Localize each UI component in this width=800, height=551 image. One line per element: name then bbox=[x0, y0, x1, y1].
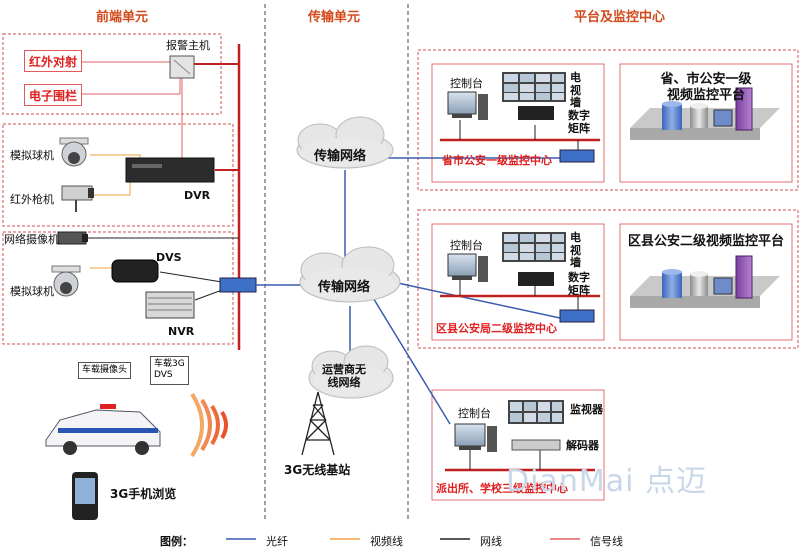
cloud-wireless bbox=[308, 345, 394, 399]
ir-gun-camera bbox=[61, 185, 94, 212]
center2-console-label: 控制台 bbox=[450, 239, 483, 252]
legend-signal: 信号线 bbox=[590, 535, 623, 548]
center1-matrix-label: 数字矩阵 bbox=[568, 109, 590, 135]
center1-wall-label: 电视墙 bbox=[570, 71, 581, 110]
platform2-title: 区县公安二级视频监控平台 bbox=[627, 234, 784, 249]
console-pc-1 bbox=[447, 91, 488, 120]
alarm-host-label: 报警主机 bbox=[166, 39, 210, 52]
center2-wall-label: 电视墙 bbox=[570, 231, 581, 270]
dvr-label: DVR bbox=[184, 189, 211, 202]
base-station-label: 3G无线基站 bbox=[284, 463, 351, 477]
dome2-label: 模拟球机 bbox=[10, 285, 54, 298]
dvr-device bbox=[125, 157, 215, 183]
tv-wall-1 bbox=[502, 72, 566, 120]
section-transport: 传输单元 bbox=[308, 10, 361, 25]
dome1-label: 模拟球机 bbox=[10, 149, 54, 162]
console-pc-2 bbox=[447, 253, 488, 282]
wireless-waves bbox=[190, 392, 228, 458]
section-front: 前端单元 bbox=[96, 10, 149, 25]
net1-label: 传输网络 bbox=[314, 149, 367, 164]
fence-tag: 电子围栏 bbox=[24, 84, 82, 106]
cloud-top bbox=[296, 116, 394, 169]
legend-network: 网线 bbox=[480, 535, 502, 548]
dome-camera-1 bbox=[59, 137, 89, 167]
section-platform: 平台及监控中心 bbox=[574, 10, 666, 25]
center3-decoder-label: 解码器 bbox=[566, 439, 599, 452]
network-camera-device bbox=[57, 231, 88, 245]
console-pc-3 bbox=[454, 423, 497, 452]
center1-console-label: 控制台 bbox=[450, 77, 483, 90]
infrared-tag: 红外对射 bbox=[24, 50, 82, 72]
tv-wall-3 bbox=[508, 400, 564, 451]
alarm-host-device bbox=[169, 55, 195, 79]
nvr-label: NVR bbox=[168, 325, 195, 338]
dvs-device bbox=[111, 259, 159, 283]
platform2-servers bbox=[630, 255, 780, 308]
legend-video: 视频线 bbox=[370, 535, 403, 548]
cloud-middle bbox=[299, 246, 401, 303]
group-alarm bbox=[2, 33, 222, 115]
center2-name: 区县公安局二级监控中心 bbox=[436, 322, 557, 335]
net-cam-label: 网络摄像机 bbox=[4, 233, 59, 246]
center3-console-label: 控制台 bbox=[458, 407, 491, 420]
wireless-label: 运营商无线网络 bbox=[322, 363, 366, 389]
legend-title: 图例： bbox=[160, 535, 193, 548]
frame-level1 bbox=[417, 49, 799, 191]
nvr-device bbox=[145, 291, 195, 319]
frame-level2 bbox=[417, 209, 799, 349]
dome-camera-2 bbox=[51, 265, 81, 297]
phone bbox=[72, 472, 98, 520]
tv-wall-2 bbox=[502, 232, 566, 286]
center1-name: 省市公安一级监控中心 bbox=[442, 154, 552, 167]
dvs-label: DVS bbox=[156, 251, 182, 264]
police-car bbox=[45, 404, 161, 455]
phone-label: 3G手机浏览 bbox=[110, 487, 177, 501]
platform1-servers bbox=[630, 87, 780, 140]
tower bbox=[301, 391, 335, 456]
platform1-title: 省、市公安一级视频监控平台 bbox=[660, 72, 752, 104]
legend-fiber: 光纤 bbox=[266, 535, 288, 548]
car-cam-label: 车载摄像头 bbox=[78, 362, 132, 380]
ir-gun-label: 红外枪机 bbox=[10, 193, 54, 206]
group-dvr bbox=[2, 123, 234, 227]
center3-name: 派出所、学校三级监控中心 bbox=[436, 482, 568, 495]
center3-monitor-label: 监视器 bbox=[570, 403, 603, 416]
net2-label: 传输网络 bbox=[318, 280, 371, 295]
center2-matrix-label: 数字矩阵 bbox=[568, 271, 590, 297]
watermark: DianMai 点迈 bbox=[506, 464, 707, 499]
